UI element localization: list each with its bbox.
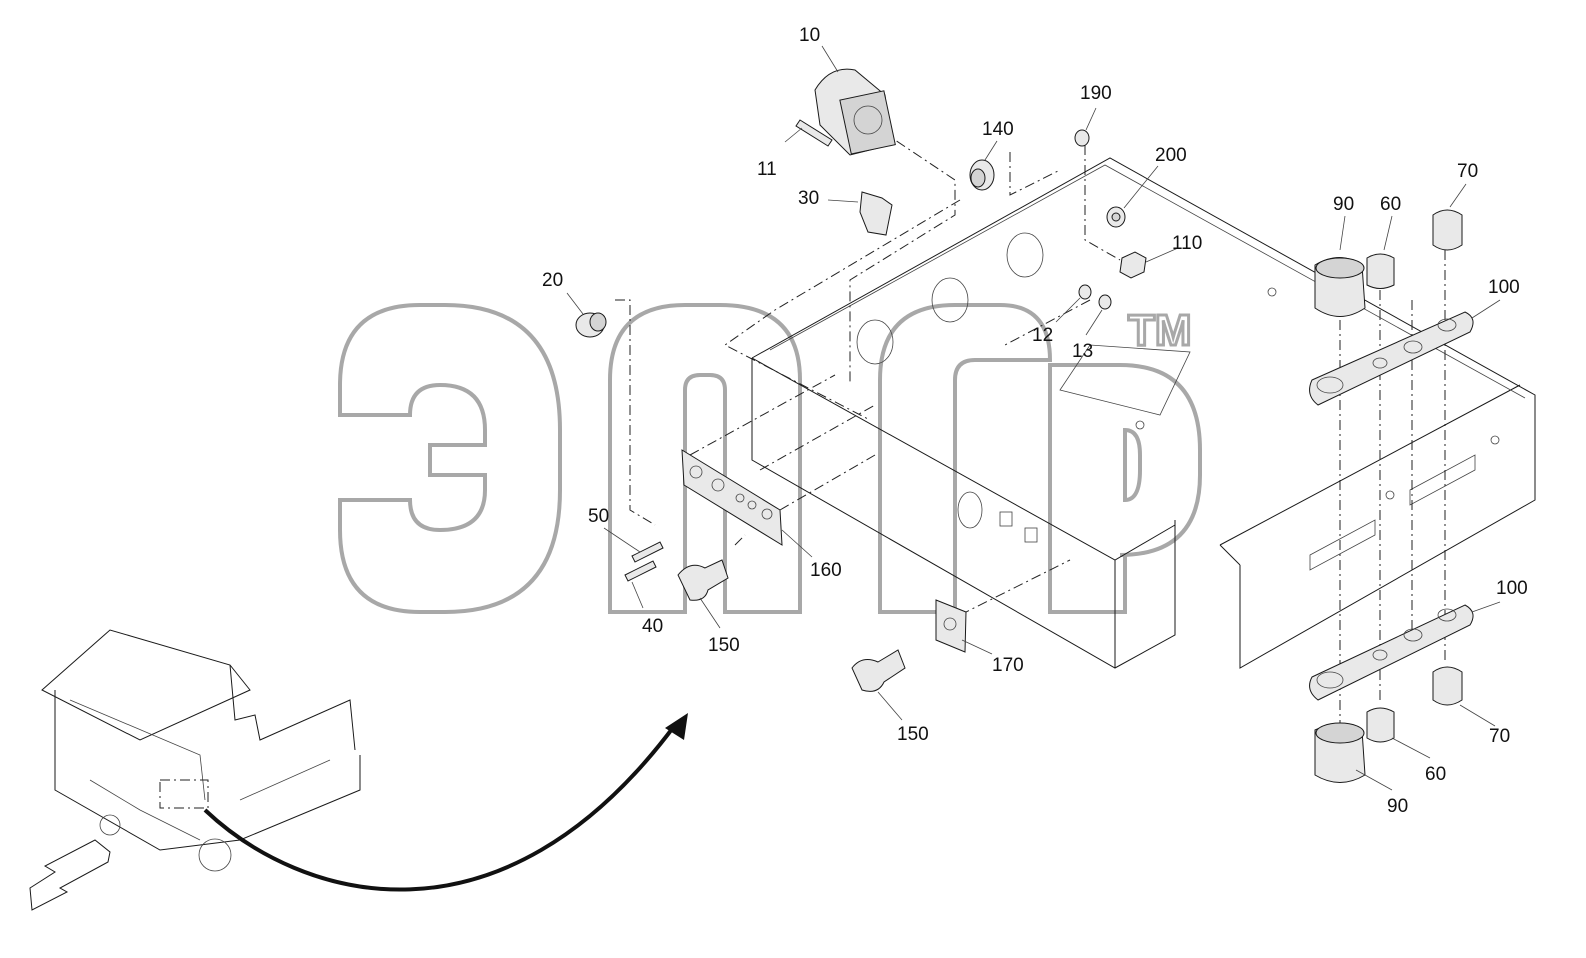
- watermark-trademark: TM: [1128, 306, 1192, 355]
- part-40-fuse: [624, 560, 657, 582]
- callout-90-top: 90: [1333, 194, 1354, 215]
- paver-machine-overview: [41, 629, 361, 872]
- callout-160: 160: [810, 560, 842, 581]
- curved-arrow: [203, 713, 688, 892]
- assembly-lines: [615, 129, 1446, 730]
- part-70-cable-gland-bottom: [1432, 666, 1463, 706]
- part-60-cable-gland-top: [1366, 253, 1395, 289]
- part-110-nut: [1119, 251, 1147, 279]
- part-150-rotary-switch-front: [677, 559, 729, 601]
- callout-150-side: 150: [897, 724, 929, 745]
- callout-12: 12: [1032, 325, 1053, 346]
- callout-90-bottom: 90: [1387, 796, 1408, 817]
- part-13-nut: [1098, 294, 1112, 310]
- part-100-plate-bottom: [1309, 604, 1474, 701]
- part-11-bolt: [795, 119, 833, 147]
- callout-70-top: 70: [1457, 161, 1478, 182]
- part-200-washer: [1106, 206, 1126, 228]
- callout-110: 110: [1172, 233, 1202, 254]
- callout-20: 20: [542, 270, 563, 291]
- part-90-cable-gland-top: [1314, 257, 1366, 317]
- part-100-plate-top: [1309, 311, 1474, 406]
- callout-30: 30: [798, 188, 819, 209]
- part-50-fuse: [631, 541, 664, 563]
- leader-lines: [566, 45, 1501, 791]
- part-70-cable-gland-top: [1432, 209, 1463, 251]
- part-150-rotary-switch-side: [851, 649, 906, 692]
- part-10-connector-socket: [814, 68, 896, 156]
- callout-190: 190: [1080, 83, 1112, 104]
- callout-60-top: 60: [1380, 194, 1401, 215]
- electrical-housing: [751, 157, 1536, 669]
- callout-100-bottom: 100: [1496, 578, 1528, 599]
- part-60-cable-gland-bottom: [1366, 707, 1395, 743]
- callout-10: 10: [799, 25, 820, 46]
- part-170-label: [935, 599, 967, 653]
- callout-100-top: 100: [1488, 277, 1520, 298]
- callout-200: 200: [1155, 145, 1187, 166]
- view-direction-arrow: [29, 839, 111, 911]
- part-140-grommet: [969, 159, 995, 191]
- part-90-cable-gland-bottom: [1314, 722, 1366, 783]
- callout-50: 50: [588, 506, 609, 527]
- part-12-washer: [1078, 284, 1092, 300]
- callout-70-bottom: 70: [1489, 726, 1510, 747]
- part-20-cap: [575, 312, 607, 338]
- callout-150-front: 150: [708, 635, 740, 656]
- callout-140: 140: [982, 119, 1014, 140]
- callout-40: 40: [642, 616, 663, 637]
- callout-labels: 10 11 30 20 140 190 200 110 12 13 90 60 …: [542, 25, 1528, 817]
- callout-60-bottom: 60: [1425, 764, 1446, 785]
- part-160-label-plate: [681, 449, 783, 546]
- callout-11: 11: [757, 159, 777, 180]
- part-190-plug: [1074, 129, 1090, 147]
- part-30-terminal-block: [859, 191, 893, 236]
- callout-13: 13: [1072, 341, 1093, 362]
- callout-170: 170: [992, 655, 1024, 676]
- watermark-logo: TM: [338, 303, 1202, 614]
